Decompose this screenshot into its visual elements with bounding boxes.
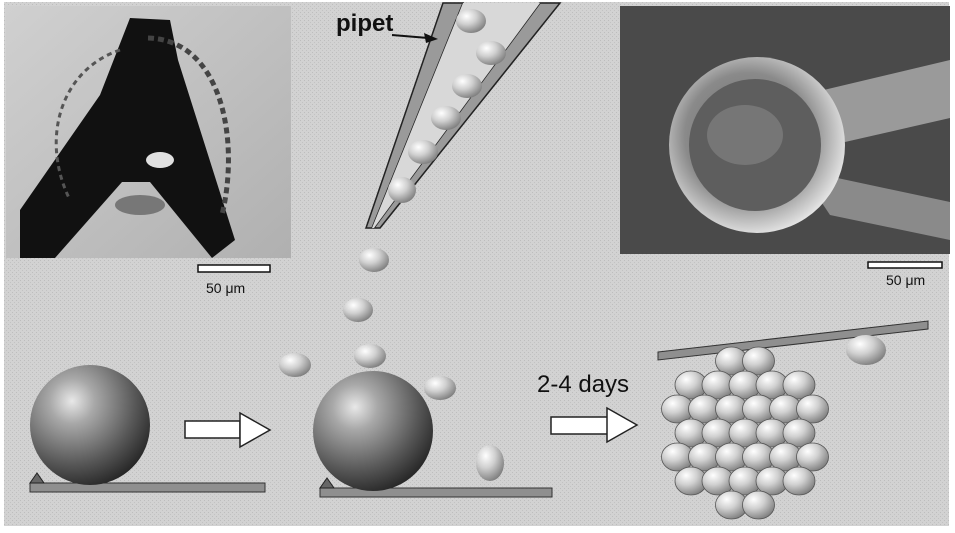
scale-label-left: 50 μm [206,280,245,296]
aggregate-cell-30 [743,491,775,519]
aggregate-cell-28 [783,467,815,495]
right-arrow-icon [185,421,240,438]
scale-bar-right [868,262,942,268]
pipet-label: pipet [336,10,393,37]
light-micrograph [6,6,291,258]
scale-bar-left [198,265,270,272]
scale-label-right: 50 μm [886,272,925,288]
duration-label: 2-4 days [537,371,629,398]
right-arrow-icon [551,417,608,434]
sem-micrograph [620,6,950,254]
